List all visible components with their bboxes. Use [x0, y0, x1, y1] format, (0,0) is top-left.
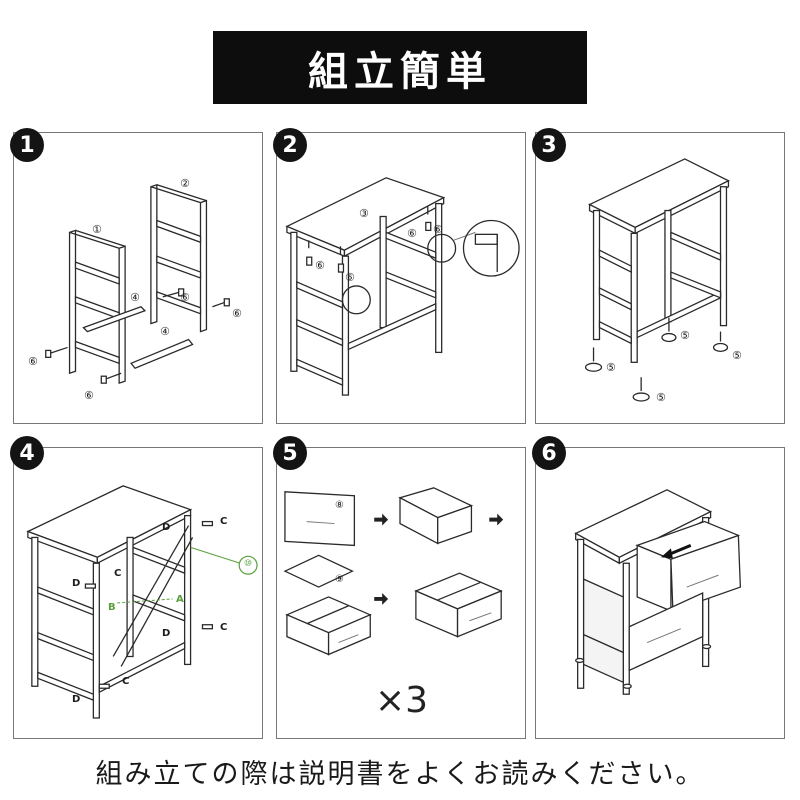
- part-label: ⑤: [606, 361, 616, 374]
- part-label: D: [72, 578, 81, 589]
- part-label: ⑥: [84, 389, 94, 402]
- part-label: ⑥: [433, 223, 443, 236]
- title-banner: 組立簡単: [213, 31, 587, 104]
- step-5-badge: 5: [273, 436, 307, 470]
- step-4-panel: D C D C A B D C D C ⑩: [13, 447, 263, 739]
- part-label: C: [122, 676, 130, 687]
- step-2-badge: 2: [273, 128, 307, 162]
- part-label: ⑥: [315, 259, 325, 272]
- part-label: D: [72, 694, 81, 705]
- part-label: ⑩: [244, 559, 253, 569]
- step-4-badge: 4: [10, 436, 44, 470]
- step-6-illustration: [574, 489, 742, 695]
- step-1-panel: ① ② ④ ④ ⑥ ⑥ ⑥ ⑥: [13, 132, 263, 424]
- part-label: ⑥: [180, 291, 190, 304]
- part-label: ⑤: [680, 329, 690, 342]
- step-1-badge: 1: [10, 128, 44, 162]
- step-5-illustration: [283, 487, 504, 656]
- part-label: ②: [180, 177, 190, 190]
- step-6-badge: 6: [532, 436, 566, 470]
- part-label: C: [220, 516, 228, 527]
- part-label: ⑤: [732, 349, 742, 362]
- part-label: ③: [359, 207, 369, 220]
- part-label: ⑨: [335, 574, 344, 585]
- part-label: ⑧: [335, 500, 344, 511]
- part-label: C: [114, 568, 122, 579]
- part-label: A: [176, 594, 184, 605]
- part-label: ⑥: [232, 307, 242, 320]
- part-label: ④: [130, 291, 140, 304]
- part-label: D: [162, 522, 171, 533]
- step-3-panel: ⑤ ⑤ ⑤ ⑤: [535, 132, 785, 424]
- step-3-badge: 3: [532, 128, 566, 162]
- part-label: B: [108, 602, 116, 613]
- step-4-illustration: [26, 485, 258, 719]
- step-1-illustration: [45, 183, 230, 385]
- part-label: ⑤: [656, 391, 666, 404]
- step-2-illustration: [285, 177, 520, 396]
- part-label: C: [220, 622, 228, 633]
- part-label: ①: [92, 223, 102, 236]
- part-label: ⑥: [345, 271, 355, 284]
- step-5-panel: ⑧ ⑨ ×3: [276, 447, 526, 739]
- part-label: ⑥: [28, 355, 38, 368]
- repeat-count: ×3: [375, 680, 429, 721]
- step-3-illustration: [584, 158, 730, 402]
- part-label: D: [162, 628, 171, 639]
- instruction-note: 組み立ての際は説明書をよくお読みください。: [95, 759, 705, 790]
- part-label: ④: [160, 325, 170, 338]
- step-6-panel: [535, 447, 785, 739]
- part-label: ⑥: [407, 227, 417, 240]
- step-2-panel: ③ ⑥ ⑥ ⑥ ⑥: [276, 132, 526, 424]
